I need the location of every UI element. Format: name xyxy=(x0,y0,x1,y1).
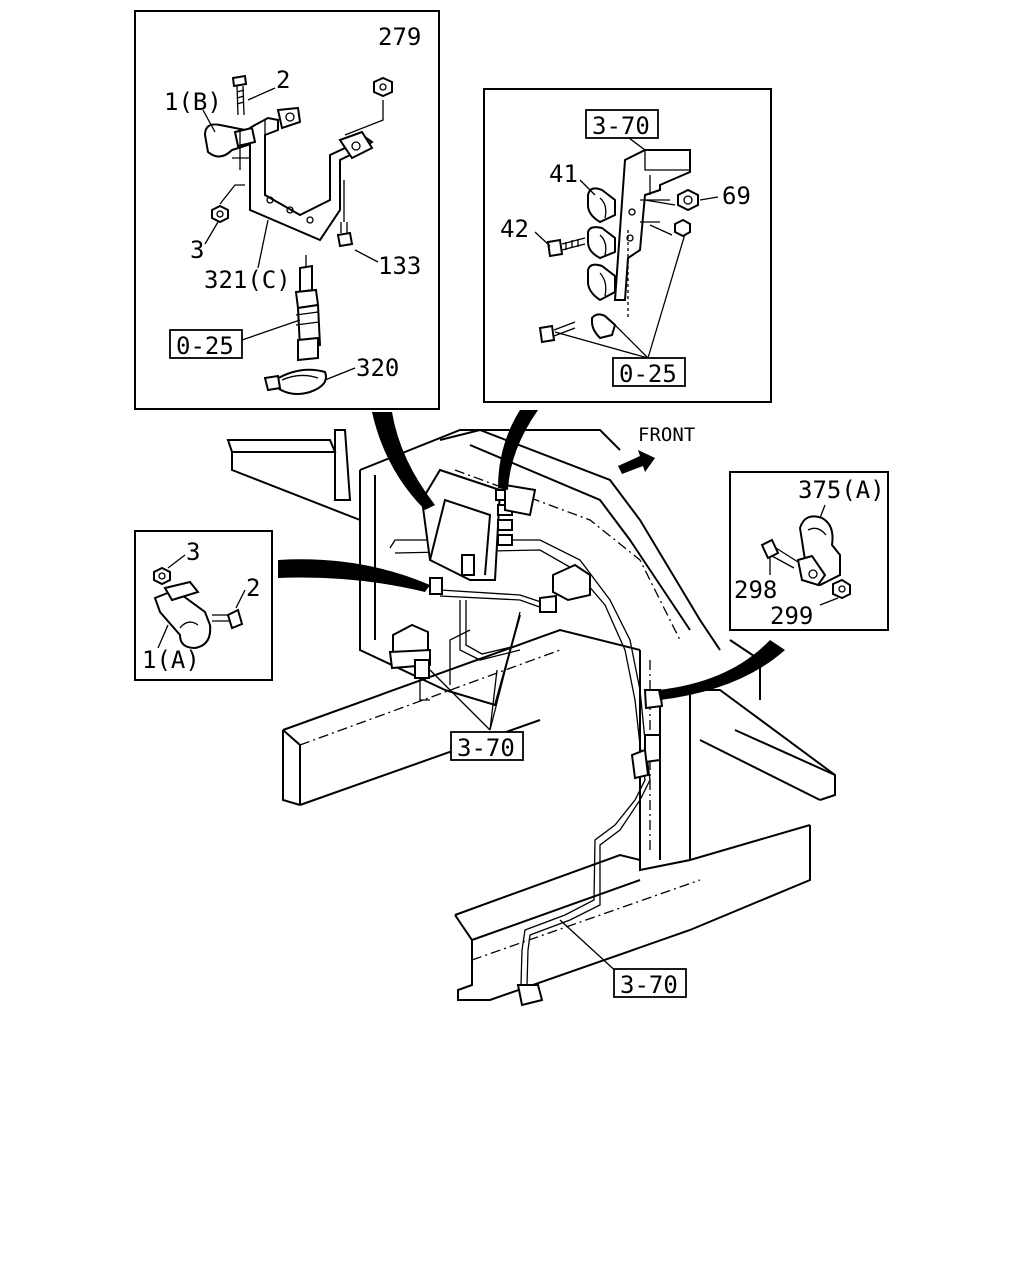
label-321c: 321(C) xyxy=(204,266,291,294)
label-299: 299 xyxy=(770,602,813,630)
front-arrow-icon xyxy=(618,450,655,474)
detail-bracket-top-left: 279 2 1(B) 3 321(C) 133 0-25 320 xyxy=(134,10,440,410)
label-1b: 1(B) xyxy=(164,88,222,116)
label-3: 3 xyxy=(190,236,204,264)
label-2: 2 xyxy=(276,66,290,94)
detail-clamp-left: 3 2 1(A) xyxy=(134,530,273,681)
label-320: 320 xyxy=(356,354,399,382)
front-label: FRONT xyxy=(638,424,695,446)
ref-3-70-top-right: 3-70 xyxy=(592,112,650,140)
label-69: 69 xyxy=(722,182,751,210)
detail-clamp-top-right: 3-70 41 69 42 0-25 xyxy=(483,88,772,403)
detail-clamp-right: 375(A) 298 299 xyxy=(729,471,889,631)
label-298: 298 xyxy=(734,576,777,604)
label-3-left: 3 xyxy=(186,538,200,566)
front-indicator: FRONT xyxy=(618,424,695,474)
label-133: 133 xyxy=(378,252,421,280)
callout-arrows xyxy=(278,410,785,700)
ref-3-70-bottom: 3-70 xyxy=(620,971,678,999)
label-42: 42 xyxy=(500,215,529,243)
main-leaders xyxy=(429,611,621,976)
label-2-left: 2 xyxy=(246,574,260,602)
ref-box-center: 3-70 xyxy=(450,731,524,762)
wiring-harness xyxy=(388,468,664,1007)
label-41: 41 xyxy=(549,160,578,188)
label-375a: 375(A) xyxy=(798,476,885,504)
ref-3-70-center: 3-70 xyxy=(457,734,515,762)
ref-0-25-right: 0-25 xyxy=(619,360,677,388)
label-279: 279 xyxy=(378,23,421,51)
ref-box-bottom: 3-70 xyxy=(613,968,687,999)
ref-0-25-left: 0-25 xyxy=(176,332,234,360)
label-1a: 1(A) xyxy=(142,646,200,674)
